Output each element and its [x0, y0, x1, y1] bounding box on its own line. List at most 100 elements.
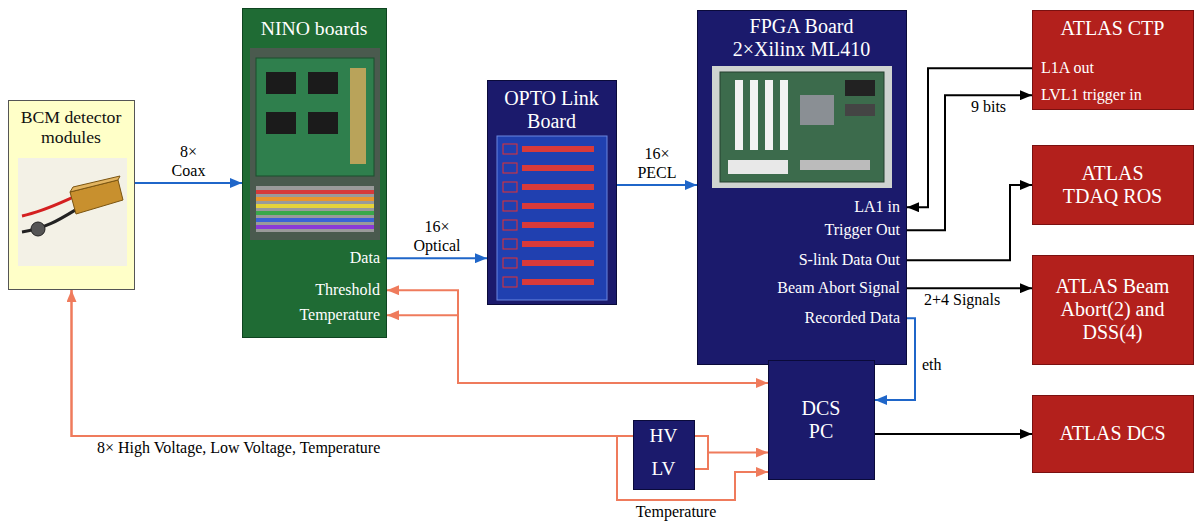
text-slot: HV	[637, 425, 691, 447]
edge-label: 16× Optical	[405, 218, 469, 255]
label-slot: 8× High Voltage, Low Voltage, Temperatur…	[95, 439, 382, 457]
label-slot: eth	[920, 356, 944, 374]
trace	[503, 163, 517, 173]
connector	[135, 182, 242, 184]
node-title: ATLAS TDAQ ROS	[1060, 162, 1166, 208]
text-slot: NINO boards	[246, 17, 383, 40]
text-slot: L1A out	[1041, 59, 1094, 77]
heatsink	[800, 95, 834, 125]
supply-box: HV LV	[633, 420, 695, 490]
text-slot: ATLAS TDAQ ROS	[1060, 162, 1166, 208]
text-slot: OPTO Link Board	[496, 87, 608, 133]
connector	[387, 290, 768, 383]
trace	[503, 239, 517, 249]
trace	[522, 260, 594, 266]
ribbon-wire	[256, 197, 374, 201]
label-slot: 8× Coax	[165, 143, 213, 180]
label-slot: Temperature	[634, 503, 719, 521]
connector	[617, 184, 697, 186]
text-slot: ATLAS DCS	[1038, 422, 1188, 445]
node-title: OPTO Link Board	[496, 87, 608, 133]
edge-label: 9 bits	[969, 98, 1008, 116]
label-slot: 9 bits	[969, 98, 1008, 116]
node-title: ATLAS Beam Abort(2) and DSS(4)	[1043, 275, 1183, 344]
text-slot: LV	[637, 458, 691, 480]
header	[350, 68, 366, 164]
connector-group	[72, 68, 1033, 500]
trace	[503, 201, 517, 211]
node-title: HV	[637, 425, 691, 447]
pci-slot	[765, 80, 773, 150]
text-slot: BCM detector modules	[12, 107, 131, 148]
photo-ground	[18, 158, 127, 266]
text-slot: ATLAS CTP	[1038, 17, 1188, 40]
ribbon-cable	[256, 186, 374, 232]
pcb	[256, 58, 374, 176]
trace	[522, 203, 594, 209]
ribbon-wire	[256, 211, 374, 215]
system-box: ATLAS TDAQ ROS	[1032, 145, 1194, 225]
board-photo	[712, 66, 892, 188]
connector	[875, 433, 1032, 435]
photo-ground	[250, 48, 380, 240]
cable	[22, 196, 76, 216]
connector	[907, 68, 1032, 207]
edge-label: 8× High Voltage, Low Voltage, Temperatur…	[95, 439, 382, 457]
text-slot: Beam Abort Signal	[777, 279, 900, 297]
layout-ground	[497, 136, 607, 300]
system-box: ATLAS DCS	[1032, 395, 1194, 473]
connector	[72, 290, 634, 436]
text-slot: LVL1 trigger in	[1041, 86, 1142, 104]
pci-slot	[780, 80, 788, 150]
detector-photo	[18, 158, 127, 266]
system-box: ATLAS CTP L1A outLVL1 trigger in	[1032, 10, 1194, 110]
connector	[907, 185, 1032, 260]
chip	[308, 72, 338, 94]
trace	[522, 222, 594, 228]
text-slot: FPGA Board 2×Xilinx ML410	[717, 15, 887, 61]
port-label: L1A out	[1041, 59, 1094, 77]
port-label: Threshold	[315, 281, 380, 299]
node-title: DCS PC	[790, 397, 852, 443]
trace	[522, 165, 594, 171]
connector	[907, 287, 1032, 289]
port-label: LV	[637, 458, 691, 480]
edge-label: 16× PECL	[631, 145, 683, 182]
trace	[503, 182, 517, 192]
node-title: NINO boards	[246, 17, 383, 40]
connector-branch	[387, 314, 458, 316]
text-slot: Recorded Data	[804, 309, 900, 327]
port-label: Trigger Out	[825, 221, 900, 239]
trace	[503, 220, 517, 230]
edge-label: eth	[920, 356, 944, 374]
connector-branch	[695, 453, 708, 470]
text-slot: Temperature	[299, 306, 380, 324]
text-slot: ATLAS Beam Abort(2) and DSS(4)	[1043, 275, 1183, 344]
connector	[387, 257, 487, 259]
system-box: ATLAS Beam Abort(2) and DSS(4)	[1032, 255, 1194, 365]
ribbon-wire	[256, 225, 374, 229]
module-lid	[70, 176, 120, 192]
text-slot: DCS PC	[790, 397, 852, 443]
trace	[522, 241, 594, 247]
label-slot: 2+4 Signals	[922, 291, 1002, 309]
node-title: FPGA Board 2×Xilinx ML410	[717, 15, 887, 61]
text-slot: Data	[350, 249, 380, 267]
photo-ground	[712, 66, 892, 188]
node-title: ATLAS DCS	[1038, 422, 1188, 445]
trace	[503, 258, 517, 268]
chip	[266, 72, 296, 94]
chip	[308, 112, 338, 134]
board-photo	[250, 48, 380, 240]
process-box: DCS PC	[768, 360, 875, 480]
label-slot: 16× PECL	[631, 145, 683, 182]
pcb-layout	[497, 136, 607, 300]
ribbon-wire	[256, 218, 374, 222]
connector	[845, 80, 875, 96]
header	[728, 160, 788, 174]
connector	[845, 104, 875, 116]
label-slot: 16× Optical	[405, 218, 469, 255]
port-label: Beam Abort Signal	[777, 279, 900, 297]
port-label: LVL1 trigger in	[1041, 86, 1142, 104]
